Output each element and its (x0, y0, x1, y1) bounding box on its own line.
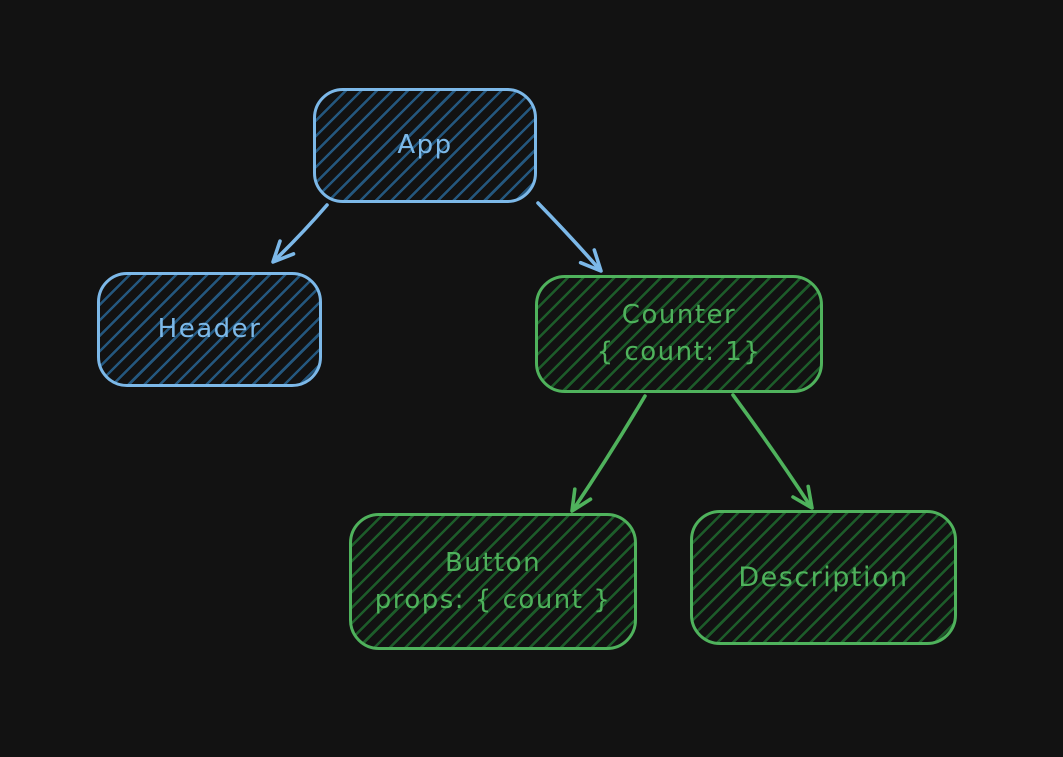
arrow-counter-to-description[interactable] (731, 393, 814, 510)
node-button-props: props: { count } (374, 584, 612, 615)
node-app-label: App (397, 130, 453, 160)
arrow-app-to-header[interactable] (271, 203, 329, 264)
arrow-counter-to-button[interactable] (570, 394, 647, 513)
node-counter-state: { count: 1} (596, 337, 762, 367)
node-button[interactable]: Button props: { count } (349, 513, 637, 650)
arrow-app-to-counter[interactable] (536, 201, 603, 273)
node-counter[interactable]: Counter { count: 1} (535, 275, 823, 393)
node-app[interactable]: App (313, 88, 537, 203)
node-button-title: Button (444, 547, 542, 578)
node-header[interactable]: Header (97, 272, 322, 387)
node-header-label: Header (157, 314, 262, 344)
node-counter-title: Counter (621, 300, 737, 330)
node-description-label: Description (738, 562, 909, 593)
node-description[interactable]: Description (690, 510, 957, 645)
